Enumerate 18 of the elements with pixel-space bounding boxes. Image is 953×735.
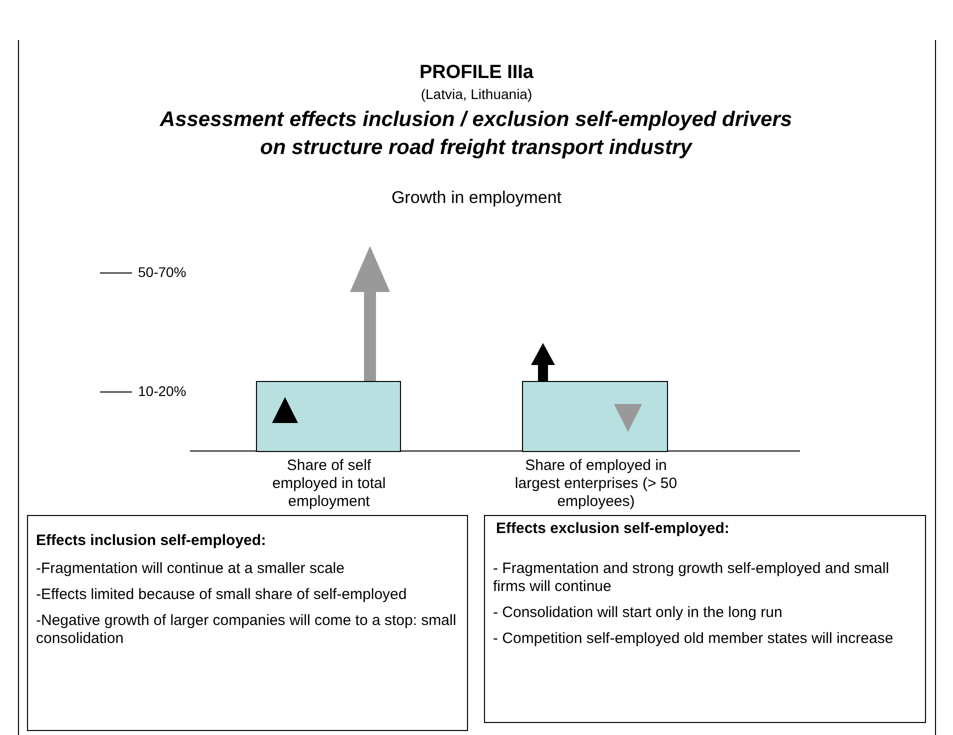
title: PROFILE IIIa — [418, 62, 535, 84]
legend-heading: Effects inclusion self-employed: — [36, 532, 266, 549]
axis-level-label: 10-20% — [138, 383, 186, 399]
axis-level-label: 50-70% — [138, 264, 186, 280]
effects-panel — [27, 515, 468, 731]
bullet-text: -Effects limited because of small share of self-employed — [36, 586, 408, 604]
legend-heading: Effects exclusion self-employed: — [496, 520, 730, 537]
bar-label: Share of employed in largest enterprises (> 50 employees) — [514, 457, 678, 511]
chart-heading: Growth in employment — [390, 188, 563, 208]
bullet-text: - Fragmentation and strong growth self-employed and small firms will continue — [493, 560, 890, 596]
subtitle: (Latvia, Lithuania) — [420, 86, 534, 102]
bar-label: Share of self employed in total employment — [271, 457, 387, 511]
bullet-text: - Competition self-employed old member states will increase — [493, 630, 894, 648]
bullet-text: - Consolidation will start only in the long run — [493, 604, 784, 622]
heading: Assessment effects inclusion / exclusion self-employed drivers on structure road freight transport industry — [158, 107, 794, 161]
bullet-text: -Fragmentation will continue at a smaller scale — [36, 560, 346, 578]
bullet-text: -Negative growth of larger companies will come to a stop: small consolidation — [36, 612, 457, 648]
effects-panel — [484, 515, 926, 723]
